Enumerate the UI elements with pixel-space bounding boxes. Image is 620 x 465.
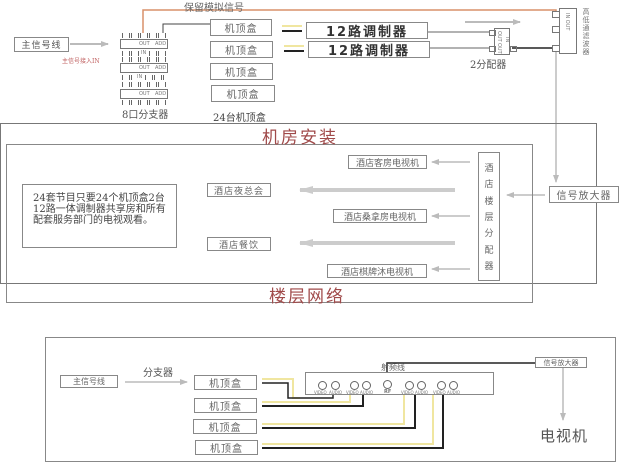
video-port	[350, 381, 359, 390]
port-label: AUDIO	[329, 390, 343, 395]
port-label: VIDEO	[346, 390, 359, 395]
main-signal-in-label: 主信号接入IN	[62, 58, 100, 65]
port-row	[122, 75, 136, 80]
splitter-unit: OUT ADD	[120, 89, 168, 99]
audio-port	[449, 381, 458, 390]
bottom-frame	[45, 337, 616, 462]
tv-label: 电视机	[540, 427, 589, 445]
port-row	[122, 82, 166, 87]
port-label: AUDIO	[360, 390, 374, 395]
audio-port	[417, 381, 426, 390]
port-label: AUDIO	[415, 390, 429, 395]
splitter-unit: OUT ADD	[120, 39, 168, 49]
bottom-amplifier-box: 信号放大器	[535, 357, 587, 368]
port	[489, 46, 496, 52]
port-label: RF	[384, 389, 392, 395]
splitter-to-stb-wire	[162, 23, 210, 34]
port-row	[122, 51, 140, 56]
sauna-room-tv-box: 酒店桑拿房电视机	[333, 209, 427, 223]
splitter-unit: OUT ADD	[120, 63, 168, 73]
room-install-frame	[0, 123, 597, 284]
yellow-wire	[262, 395, 434, 445]
floor-distributor: 酒 店 楼 层 分 配 器	[478, 152, 500, 281]
reserve-analog-label: 保留模拟信号	[184, 3, 244, 14]
set-top-box: 机顶盒	[194, 375, 257, 390]
floor-network-title: 楼层网络	[269, 287, 345, 307]
splitter-8-port: OUT ADD OUT ADD OUT ADD IN IN	[120, 33, 170, 105]
port-row	[122, 100, 166, 105]
yellow-wire	[262, 395, 351, 403]
port-row	[145, 75, 166, 80]
rf-cable-label: 射频线	[381, 363, 405, 372]
set-top-box: 机顶盒	[211, 85, 275, 102]
port-row	[149, 51, 166, 56]
splitter-2-label: 2分配器	[470, 60, 507, 71]
summary-note: 24套节目只要24个机顶盒2台12路一体调制器共享房和所有配套服务部门的电视观看…	[22, 184, 177, 248]
dining-box: 酒店餐饮	[207, 237, 271, 251]
black-wire	[262, 382, 334, 399]
signal-amplifier-box: 信号放大器	[549, 186, 619, 203]
video-port	[405, 381, 414, 390]
splitter-in-label: IN	[140, 50, 148, 56]
set-top-box: 机顶盒	[210, 41, 273, 58]
set-top-box: 机顶盒	[210, 19, 272, 36]
black-wire	[262, 395, 416, 429]
port	[552, 26, 560, 33]
modulator-12ch: 12路调制器	[306, 22, 428, 40]
port	[552, 11, 560, 18]
port-row	[122, 33, 166, 38]
video-port	[437, 381, 446, 390]
port-row	[122, 57, 166, 62]
splitter-8-label: 8口分支器	[122, 110, 169, 121]
audio-port	[331, 381, 340, 390]
video-port	[318, 381, 327, 390]
splitter-2-way: OUT OUT IN	[494, 28, 510, 55]
stb-count-label: 24台机顶盒	[213, 113, 266, 124]
nightclub-box: 酒店夜总会	[207, 183, 271, 197]
set-top-box: 机顶盒	[193, 419, 257, 434]
main-signal-line-box: 主信号线	[14, 37, 69, 52]
port	[552, 45, 560, 52]
room-install-title: 机房安装	[262, 128, 338, 148]
black-wire	[262, 395, 364, 407]
yellow-wire	[262, 395, 405, 425]
bottom-main-signal-box: 主信号线	[60, 375, 118, 388]
chess-room-tv-box: 酒店棋牌沐电视机	[327, 264, 427, 278]
bottom-splitter-label: 分支器	[143, 368, 173, 379]
splitter-in-label: IN	[136, 74, 144, 80]
audio-port	[362, 381, 371, 390]
port-label: AUDIO	[447, 390, 461, 395]
set-top-box: 机顶盒	[195, 440, 258, 455]
port-label: VIDEO	[433, 390, 446, 395]
port-label: VIDEO	[401, 390, 414, 395]
main-signal-line-label: 主信号线	[21, 41, 62, 51]
set-top-box: 机顶盒	[210, 63, 273, 80]
port	[510, 46, 517, 52]
floor-network-frame	[6, 144, 533, 303]
set-top-box: 机顶盒	[194, 398, 257, 413]
highlow-filter: IN OUT	[559, 8, 577, 54]
guest-room-tv-box: 酒店客房电视机	[348, 155, 427, 169]
port-label: VIDEO	[314, 390, 327, 395]
rf-port	[383, 380, 392, 389]
modulator-12ch: 12路调制器	[308, 41, 430, 59]
black-wire	[262, 395, 444, 449]
filter-label: 高低通滤波器	[582, 8, 590, 56]
port	[489, 30, 496, 36]
